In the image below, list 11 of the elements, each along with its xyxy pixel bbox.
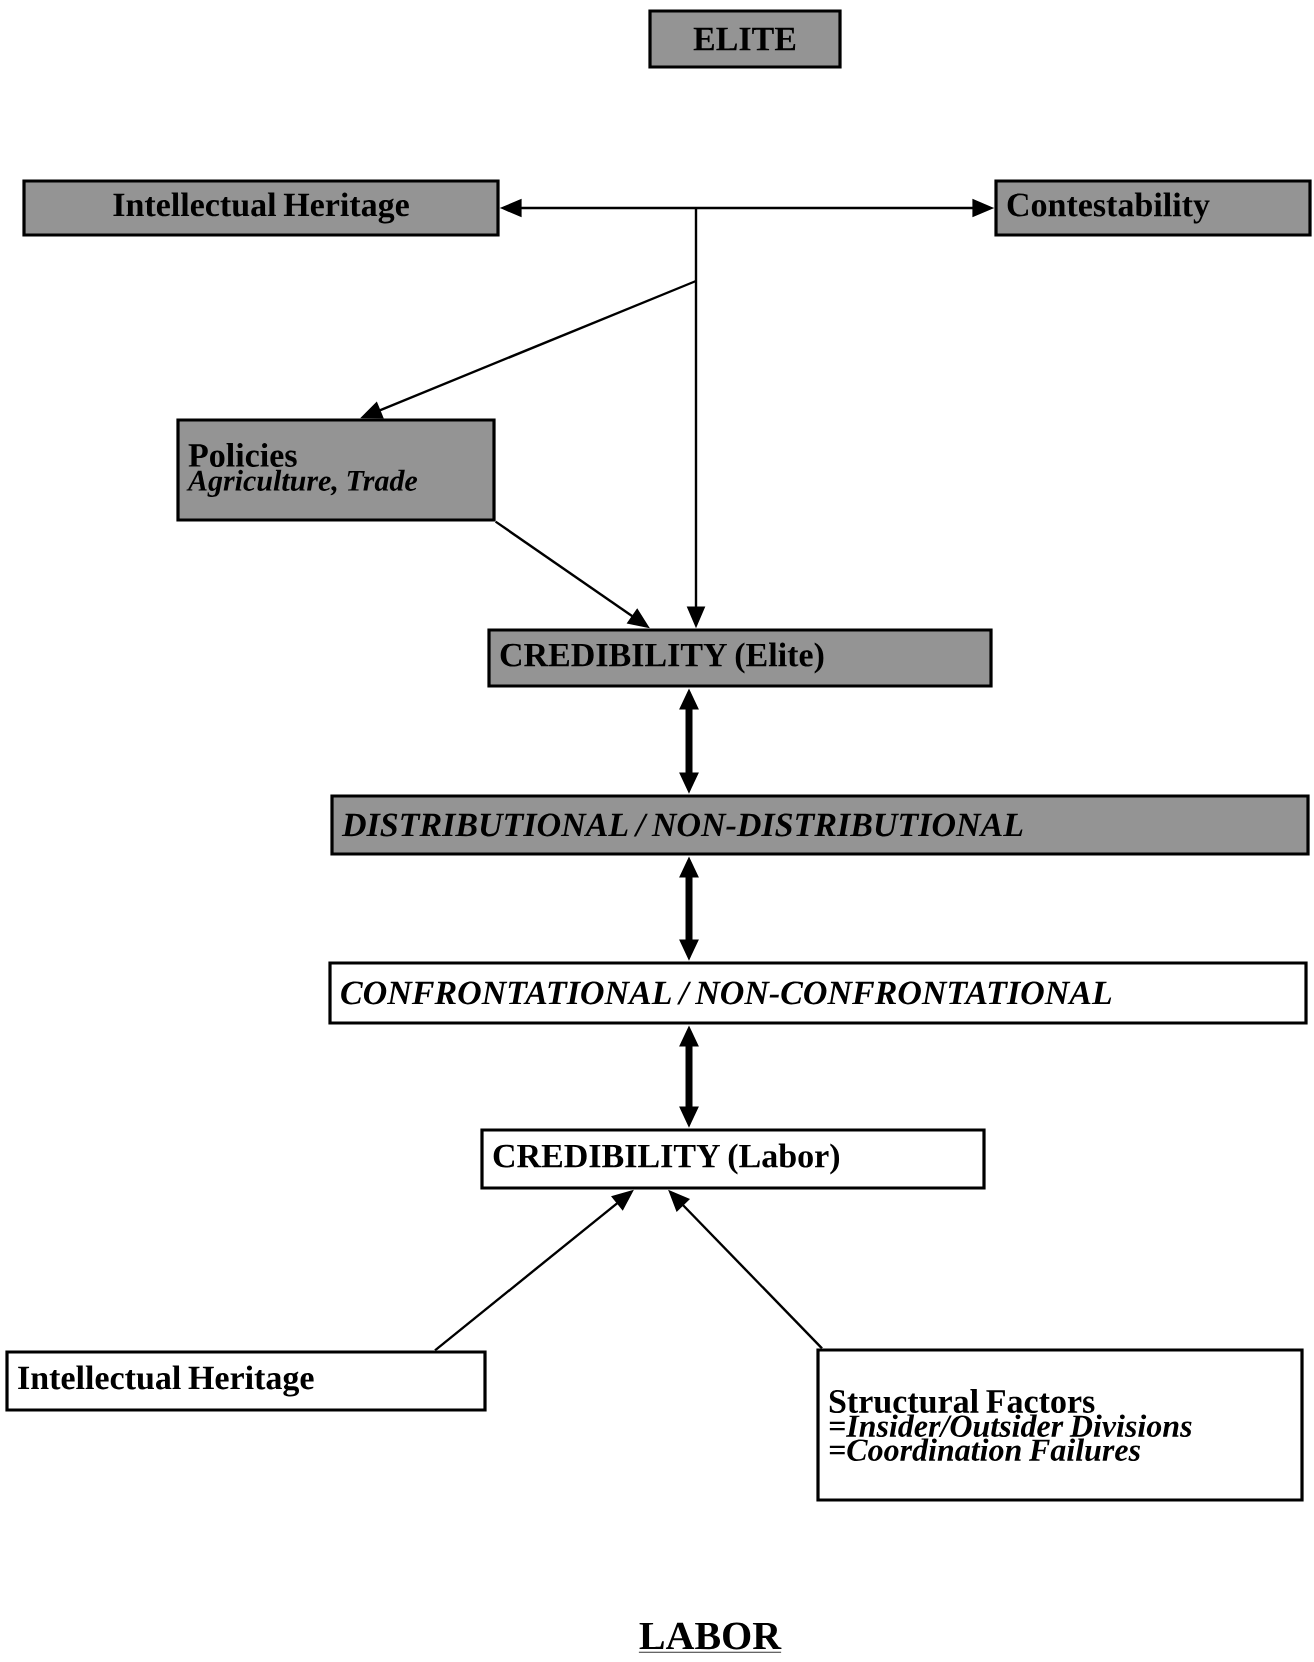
concept-box: Intellectual Heritage: [5, 1350, 487, 1412]
concept-box: CREDIBILITY (Labor): [480, 1128, 986, 1190]
concept-box: Policies Agriculture, Trade: [176, 418, 496, 522]
concept-box: Structural Factors =Insider/Outsider Divisions =Coordination Failures: [816, 1348, 1304, 1502]
concept-box: Intellectual Heritage: [22, 179, 500, 237]
concept-box: CONFRONTATIONAL / NON-CONFRONTATIONAL: [328, 961, 1308, 1025]
heading-box: ELITE: [648, 9, 842, 69]
concept-box: DISTRIBUTIONAL / NON-DISTRIBUTIONAL: [330, 794, 1310, 856]
footer-heading: LABOR: [638, 1622, 782, 1653]
concept-box: Contestability: [994, 179, 1312, 237]
concept-box: CREDIBILITY (Elite): [487, 628, 993, 688]
